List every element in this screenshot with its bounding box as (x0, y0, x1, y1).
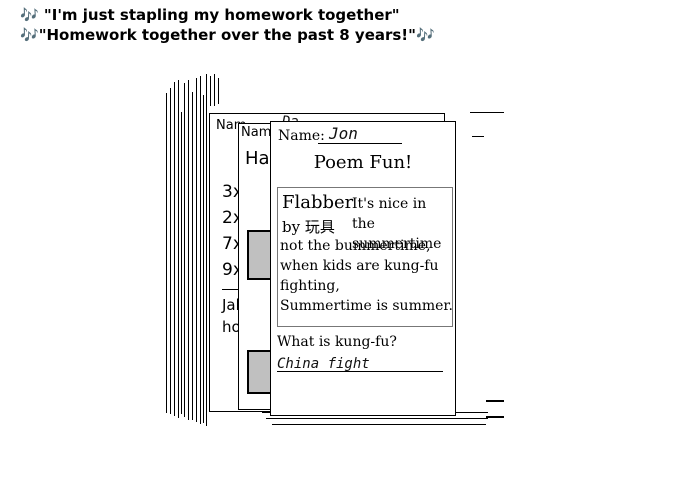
music-note-icon: 🎶 (20, 26, 39, 44)
poem-title: Flabber (282, 192, 354, 213)
page-edge (174, 82, 175, 416)
caption-line-2: 🎶"Homework together over the past 8 year… (20, 26, 435, 44)
poem-box: Flabber by 玩具 It's nice in the summertim… (277, 187, 453, 327)
math-problem: 9x (222, 260, 243, 280)
math-problem: 2x (222, 208, 243, 228)
math-problem: 7x (222, 234, 243, 254)
page-edge (210, 76, 211, 106)
page-edge (188, 80, 189, 420)
caption-text-2: "Homework together over the past 8 years… (38, 26, 416, 44)
page-edge (470, 112, 504, 113)
music-note-icon: 🎶 (415, 26, 435, 44)
name-label: Nam (241, 125, 272, 140)
math-problem: 3x (222, 182, 243, 202)
page-edge (192, 92, 193, 420)
page-edge (472, 136, 484, 137)
page-edge (170, 88, 171, 414)
page-edge (272, 424, 486, 425)
page-edge (166, 93, 167, 413)
poem-side-text: It's nice in the summertime (352, 194, 452, 254)
caption-text-1: "I'm just stapling my homework together" (43, 6, 400, 24)
worksheet-heading: Ha (245, 148, 270, 169)
page-edge (196, 78, 197, 422)
poem-worksheet: Name: Jon Poem Fun! Flabber by 玩具 It's n… (270, 121, 456, 416)
handwritten-name: Jon (329, 124, 358, 143)
page-edge (181, 112, 182, 414)
music-note-icon: 🎶 (20, 6, 39, 24)
poem-line: Summertime is summer. (280, 298, 454, 314)
poem-line: summertime (352, 236, 442, 252)
page-edge (486, 400, 504, 418)
page-edge (203, 95, 204, 423)
page-edge (178, 80, 179, 418)
divider (222, 289, 250, 290)
poem-line: not the bummertime, (280, 238, 431, 254)
page-edge (200, 76, 201, 424)
poem-body: not the bummertime, when kids are kung-f… (280, 236, 453, 316)
page-edge (218, 78, 219, 104)
poem-line: when kids are kung-fu (280, 258, 439, 274)
name-underline (318, 143, 402, 144)
page-edge (266, 418, 488, 419)
page-edge (214, 74, 215, 106)
question-text: What is kung-fu? (277, 334, 397, 350)
footer-text: ho (222, 318, 241, 336)
caption-line-1: 🎶 "I'm just stapling my homework togethe… (20, 6, 400, 24)
name-label: Name: (278, 128, 325, 144)
page-edge (184, 83, 185, 417)
handwritten-answer: China fight (277, 356, 370, 372)
poem-line: It's nice in the (352, 196, 427, 232)
poem-author: by 玩具 (282, 218, 335, 236)
answer-underline (277, 371, 443, 372)
page-title: Poem Fun! (313, 152, 413, 173)
page-edge (206, 74, 207, 426)
poem-line: fighting, (280, 278, 340, 294)
